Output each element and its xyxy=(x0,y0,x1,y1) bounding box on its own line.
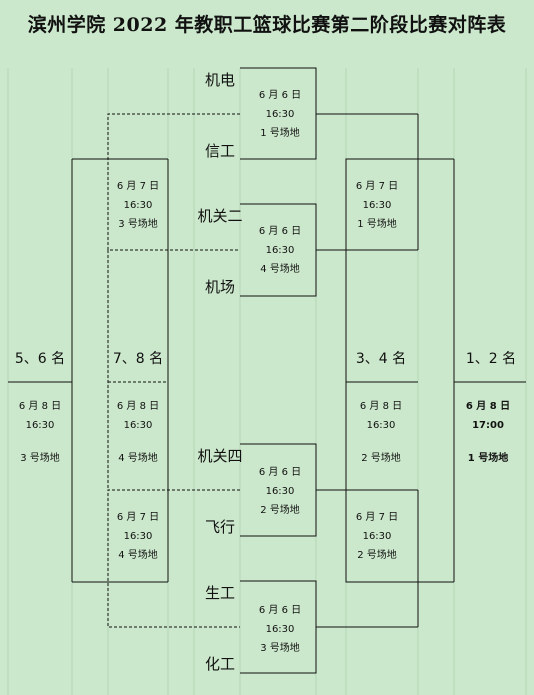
match-date: 6 月 7 日 xyxy=(116,181,160,192)
team-jiguan4: 机关四 xyxy=(197,447,243,465)
match-date: 6 月 6 日 xyxy=(258,90,302,101)
match-date: 6 月 7 日 xyxy=(355,181,399,192)
match-info-sf-right-bottom: 6 月 7 日 16:30 2 号场地 xyxy=(337,508,417,565)
match-info-r1-2: 6 月 6 日 16:30 4 号场地 xyxy=(240,222,320,279)
team-xingong: 信工 xyxy=(204,142,235,160)
team-jiguan2: 机关二 xyxy=(197,207,243,225)
match-info-sf-right-top: 6 月 7 日 16:30 1 号场地 xyxy=(337,177,417,234)
match-time: 16:30 xyxy=(123,420,153,431)
match-date: 6 月 8 日 xyxy=(465,401,511,412)
team-jichang: 机场 xyxy=(204,278,235,296)
match-time: 17:00 xyxy=(472,420,504,431)
match-time: 16:30 xyxy=(123,200,153,211)
match-time: 16:30 xyxy=(265,245,295,256)
match-venue: 1 号场地 xyxy=(357,219,397,230)
match-time: 16:30 xyxy=(265,624,295,635)
match-venue: 2 号场地 xyxy=(357,550,397,561)
match-time: 16:30 xyxy=(265,109,295,120)
match-time: 16:30 xyxy=(366,420,396,431)
team-jidian: 机电 xyxy=(204,71,235,89)
match-venue: 4 号场地 xyxy=(260,264,300,275)
match-info-7-8: 6 月 8 日 16:30 4 号场地 xyxy=(98,397,178,468)
match-venue: 3 号场地 xyxy=(260,643,300,654)
match-date: 6 月 6 日 xyxy=(258,467,302,478)
match-date: 6 月 8 日 xyxy=(18,401,62,412)
match-info-r1-1: 6 月 6 日 16:30 1 号场地 xyxy=(240,86,320,143)
bracket-line xyxy=(107,489,240,628)
match-time: 16:30 xyxy=(362,200,392,211)
page-title: 滨州学院 2022 年教职工篮球比赛第二阶段比赛对阵表 xyxy=(27,14,507,36)
match-venue: 4 号场地 xyxy=(118,550,158,561)
match-info-3-4: 6 月 8 日 16:30 2 号场地 xyxy=(341,397,421,468)
rank-label-5-6: 5、6 名 xyxy=(14,351,66,367)
match-venue: 4 号场地 xyxy=(118,453,158,464)
match-date: 6 月 7 日 xyxy=(355,512,399,523)
match-date: 6 月 7 日 xyxy=(116,512,160,523)
match-venue: 2 号场地 xyxy=(260,505,300,516)
bracket-line xyxy=(107,113,240,251)
match-time: 16:30 xyxy=(25,420,55,431)
match-date: 6 月 6 日 xyxy=(258,605,302,616)
match-time: 16:30 xyxy=(265,486,295,497)
rank-label-7-8: 7、8 名 xyxy=(112,351,164,367)
match-info-1-2: 6 月 8 日 17:00 1 号场地 xyxy=(448,397,528,468)
team-feixing: 飞行 xyxy=(204,518,235,536)
match-info-sf-left-top: 6 月 7 日 16:30 3 号场地 xyxy=(98,177,178,234)
match-info-5-6: 6 月 8 日 16:30 3 号场地 xyxy=(0,397,80,468)
match-info-r1-4: 6 月 6 日 16:30 3 号场地 xyxy=(240,601,320,658)
match-date: 6 月 6 日 xyxy=(258,226,302,237)
match-venue: 2 号场地 xyxy=(361,453,401,464)
match-date: 6 月 8 日 xyxy=(116,401,160,412)
match-time: 16:30 xyxy=(123,531,153,542)
rank-label-1-2: 1、2 名 xyxy=(465,351,517,367)
match-info-sf-left-bottom: 6 月 7 日 16:30 4 号场地 xyxy=(98,508,178,565)
match-venue: 1 号场地 xyxy=(260,128,300,139)
match-venue: 1 号场地 xyxy=(467,453,509,464)
match-time: 16:30 xyxy=(362,531,392,542)
team-shenggong: 生工 xyxy=(204,584,235,602)
match-info-r1-3: 6 月 6 日 16:30 2 号场地 xyxy=(240,463,320,520)
match-date: 6 月 8 日 xyxy=(359,401,403,412)
match-venue: 3 号场地 xyxy=(118,219,158,230)
rank-label-3-4: 3、4 名 xyxy=(355,351,407,367)
team-huagong: 化工 xyxy=(204,655,235,673)
match-venue: 3 号场地 xyxy=(20,453,60,464)
